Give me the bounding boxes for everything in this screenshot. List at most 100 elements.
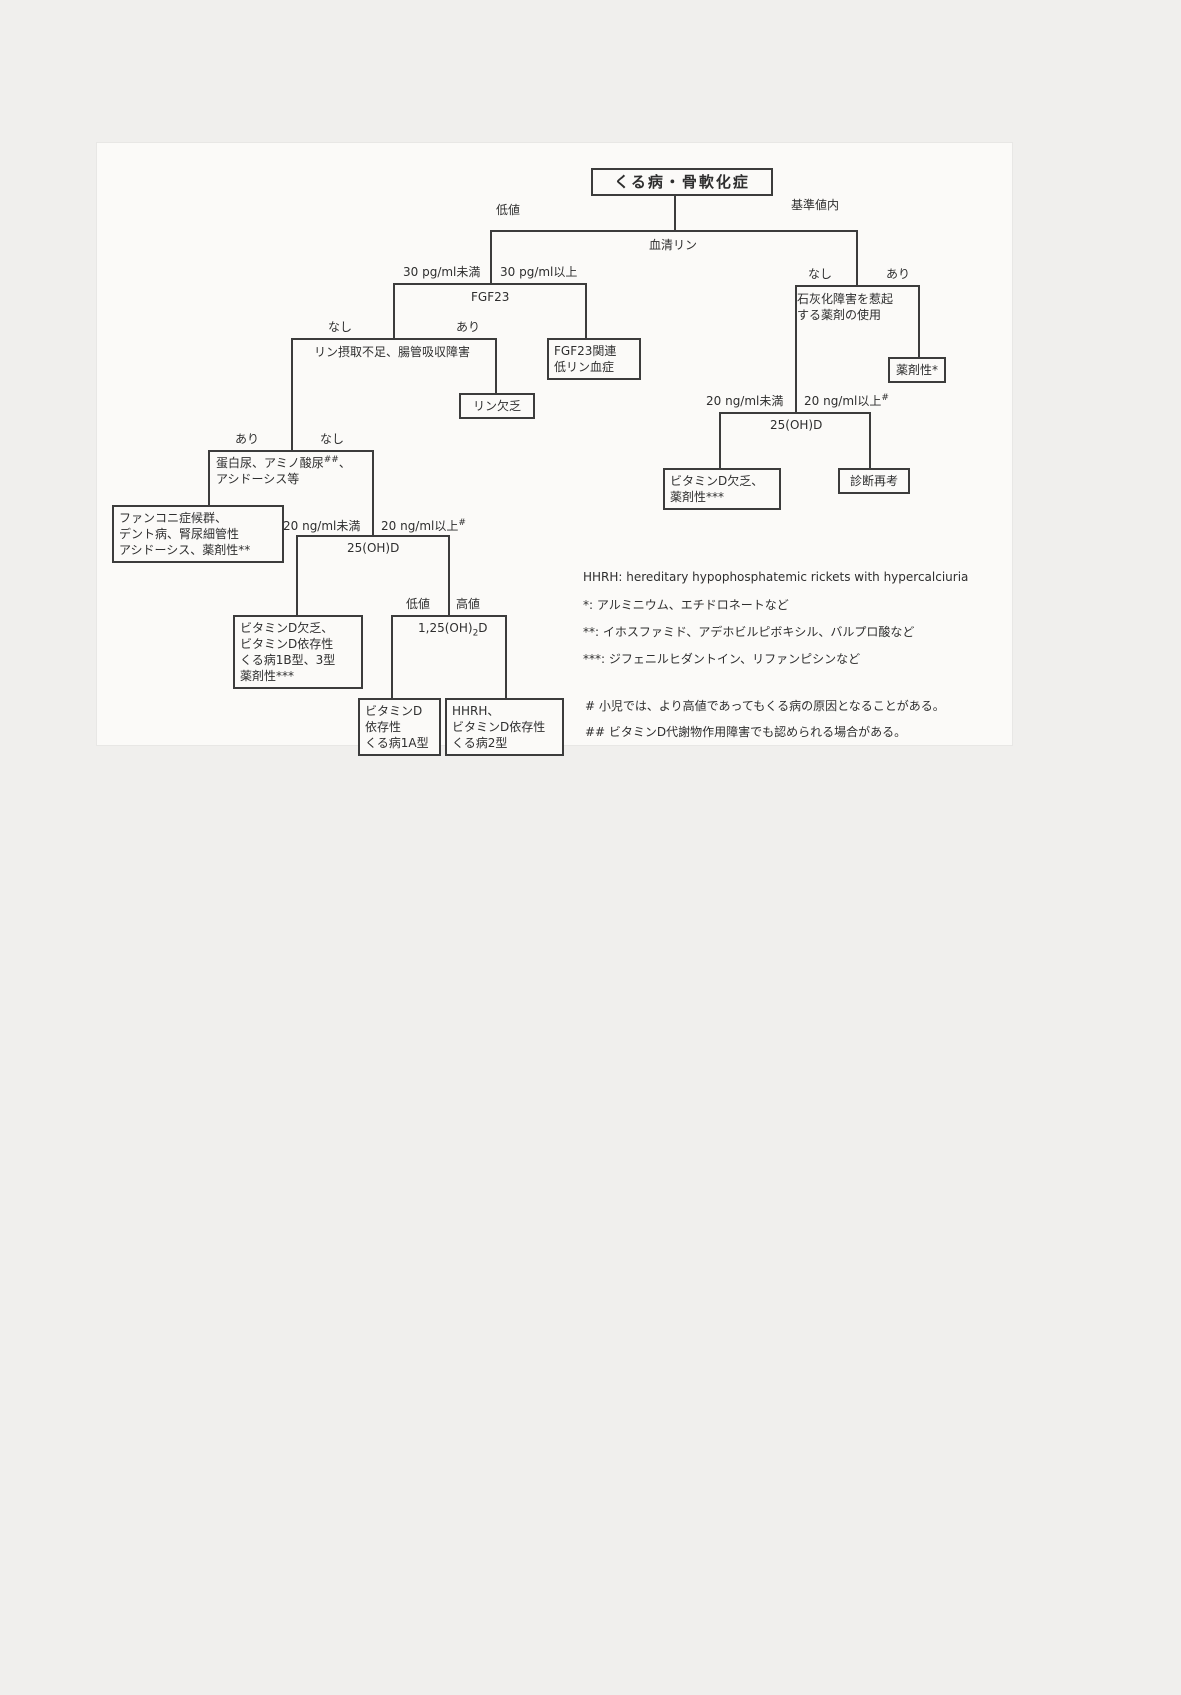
dihydroxy-label: 1,25(OH)2D [418,620,488,639]
calcification-line2: する薬剤の使用 [797,308,882,322]
drug-induced-box: 薬剤性* [888,357,946,383]
footnote-hash: # 小児では、より高値であってもくる病の原因となることがある。 [585,699,945,713]
branch-label-intake-no: なし [328,320,353,334]
fgf23-label: FGF23 [471,290,510,304]
hhrh-line3: くる病2型 [452,736,508,750]
connector-ohd-right-right [869,412,871,468]
fgf23-related-box: FGF23関連 低リン血症 [547,338,641,380]
connector-proteinuria-left [208,450,210,505]
dihydroxy-post: D [478,621,488,635]
vitd-deficiency-right-box: ビタミンD欠乏、 薬剤性*** [663,468,781,510]
vitd-1a-line1: ビタミンD [365,704,423,718]
vitd-1a-line2: 依存性 [365,720,402,734]
hhrh-box: HHRH、 ビタミンD依存性 くる病2型 [445,698,564,756]
legend-hhrh: HHRH: hereditary hypophosphatemic ricket… [583,570,969,584]
branch-label-proteinuria-yes: あり [235,432,260,446]
proteinuria-bar [208,450,374,452]
branch-label-calc-yes: あり [886,267,911,281]
branch-label-dihydroxy-high: 高値 [456,597,481,611]
fanconi-line3: アシドーシス、薬剤性** [119,543,251,557]
fgf23-bar [393,283,587,285]
vitd-def-right-line2: 薬剤性*** [670,490,725,504]
branch-label-serum-low: 低値 [496,203,521,217]
dihydroxy-pre: 1,25(OH) [418,621,473,635]
serum-phosphorus-label: 血清リン [649,238,698,252]
flowchart-panel: くる病・骨軟化症 低値 基準値内 血清リン 30 pg/ml未満 30 pg/m… [97,143,1012,756]
connector-fgf23-right [585,283,587,338]
fanconi-line1: ファンコニ症候群、 [119,511,228,525]
ohd-right-bar [719,412,871,414]
footnote-double-hash: ## ビタミンD代謝物作用障害でも認められる場合がある。 [585,725,907,739]
connector-title-serum [674,195,676,230]
branch-label-proteinuria-no: なし [320,432,345,446]
vitd-deficiency-left-box: ビタミンD欠乏、 ビタミンD依存性 くる病1B型、3型 薬剤性*** [233,615,363,689]
proteinuria-label: 蛋白尿、アミノ酸尿##、 アシドーシス等 [216,455,351,487]
proteinuria-line1: 蛋白尿、アミノ酸尿 [216,456,324,470]
phosphate-deficiency-box: リン欠乏 [459,393,535,419]
proteinuria-sup: ## [323,455,339,465]
branch-label-ohd-left-under: 20 ng/ml未満 [283,519,361,533]
hhrh-line2: ビタミンD依存性 [452,720,546,734]
connector-ohd-left-right [448,535,450,615]
vitd-def-left-line3: くる病1B型、3型 [240,653,336,667]
proteinuria-line2: アシドーシス等 [216,472,300,486]
branch-label-ohd-right-under: 20 ng/ml未満 [706,394,784,408]
calcification-line1: 石灰化障害を惹起 [797,292,894,306]
connector-intake-left [291,338,293,450]
legend-star1: *: アルミニウム、エチドロネートなど [583,598,789,612]
connector-serum-left [490,230,492,283]
ohd-right-over-text: 20 ng/ml以上 [804,394,882,408]
proteinuria-line1-end: 、 [338,456,351,470]
connector-dihydroxy-left [391,615,393,698]
connector-fgf23-left [393,283,395,338]
connector-calc-left [795,285,797,412]
vitd-def-left-line4: 薬剤性*** [240,669,295,683]
vitd-def-left-line2: ビタミンD依存性 [240,637,334,651]
page-title: くる病・骨軟化症 [614,173,750,191]
branch-label-ohd-right-over: 20 ng/ml以上# [804,394,889,409]
branch-label-fgf23-under: 30 pg/ml未満 [403,265,481,279]
dihydroxy-sub: 2 [472,628,479,639]
vitd-def-left-line1: ビタミンD欠乏、 [240,621,334,635]
fanconi-box: ファンコニ症候群、 デント病、腎尿細管性 アシドーシス、薬剤性** [112,505,284,563]
ohd-right-over-sup: # [881,393,889,403]
fanconi-line2: デント病、腎尿細管性 [119,527,240,541]
branch-label-intake-yes: あり [456,320,481,334]
drug-induced-label: 薬剤性* [895,363,938,377]
branch-label-dihydroxy-low: 低値 [406,597,431,611]
connector-serum-right [856,230,858,285]
dihydroxy-bar [391,615,507,617]
fgf23-related-line1: FGF23関連 [554,344,617,358]
rediagnosis-box: 診断再考 [838,468,910,494]
ohd-left-label: 25(OH)D [347,541,400,555]
fgf23-related-line2: 低リン血症 [554,360,615,374]
ohd-left-over-sup: # [458,518,466,528]
branch-label-serum-normal: 基準値内 [791,198,840,212]
legend-star2: **: イホスファミド、アデホビルピボキシル、バルプロ酸など [583,625,915,639]
ohd-right-label: 25(OH)D [770,418,823,432]
branch-label-fgf23-over: 30 pg/ml以上 [500,265,578,279]
phosphate-deficiency-label: リン欠乏 [472,399,521,413]
calcification-label: 石灰化障害を惹起 する薬剤の使用 [797,291,893,323]
vitd-def-right-line1: ビタミンD欠乏、 [670,474,764,488]
serum-phosphorus-bar [490,230,858,232]
connector-intake-right [495,338,497,393]
legend-star3: ***: ジフェニルヒダントイン、リファンピシンなど [583,652,861,666]
hhrh-line1: HHRH、 [452,704,500,718]
calcification-bar [795,285,920,287]
vitd-1a-line3: くる病1A型 [365,736,429,750]
connector-ohd-right-left [719,412,721,468]
phosphate-intake-label: リン摂取不足、腸管吸収障害 [314,345,471,359]
connector-calc-right [918,285,920,357]
ohd-left-over-text: 20 ng/ml以上 [381,519,459,533]
connector-dihydroxy-right [505,615,507,698]
phosphate-intake-bar [291,338,497,340]
branch-label-calc-no: なし [808,267,833,281]
rediagnosis-label: 診断再考 [849,474,898,488]
connector-ohd-left-left [296,535,298,615]
branch-label-ohd-left-over: 20 ng/ml以上# [381,519,466,534]
root-title-box: くる病・骨軟化症 [591,168,773,196]
connector-proteinuria-right [372,450,374,535]
vitd-dependent-1a-box: ビタミンD 依存性 くる病1A型 [358,698,441,756]
